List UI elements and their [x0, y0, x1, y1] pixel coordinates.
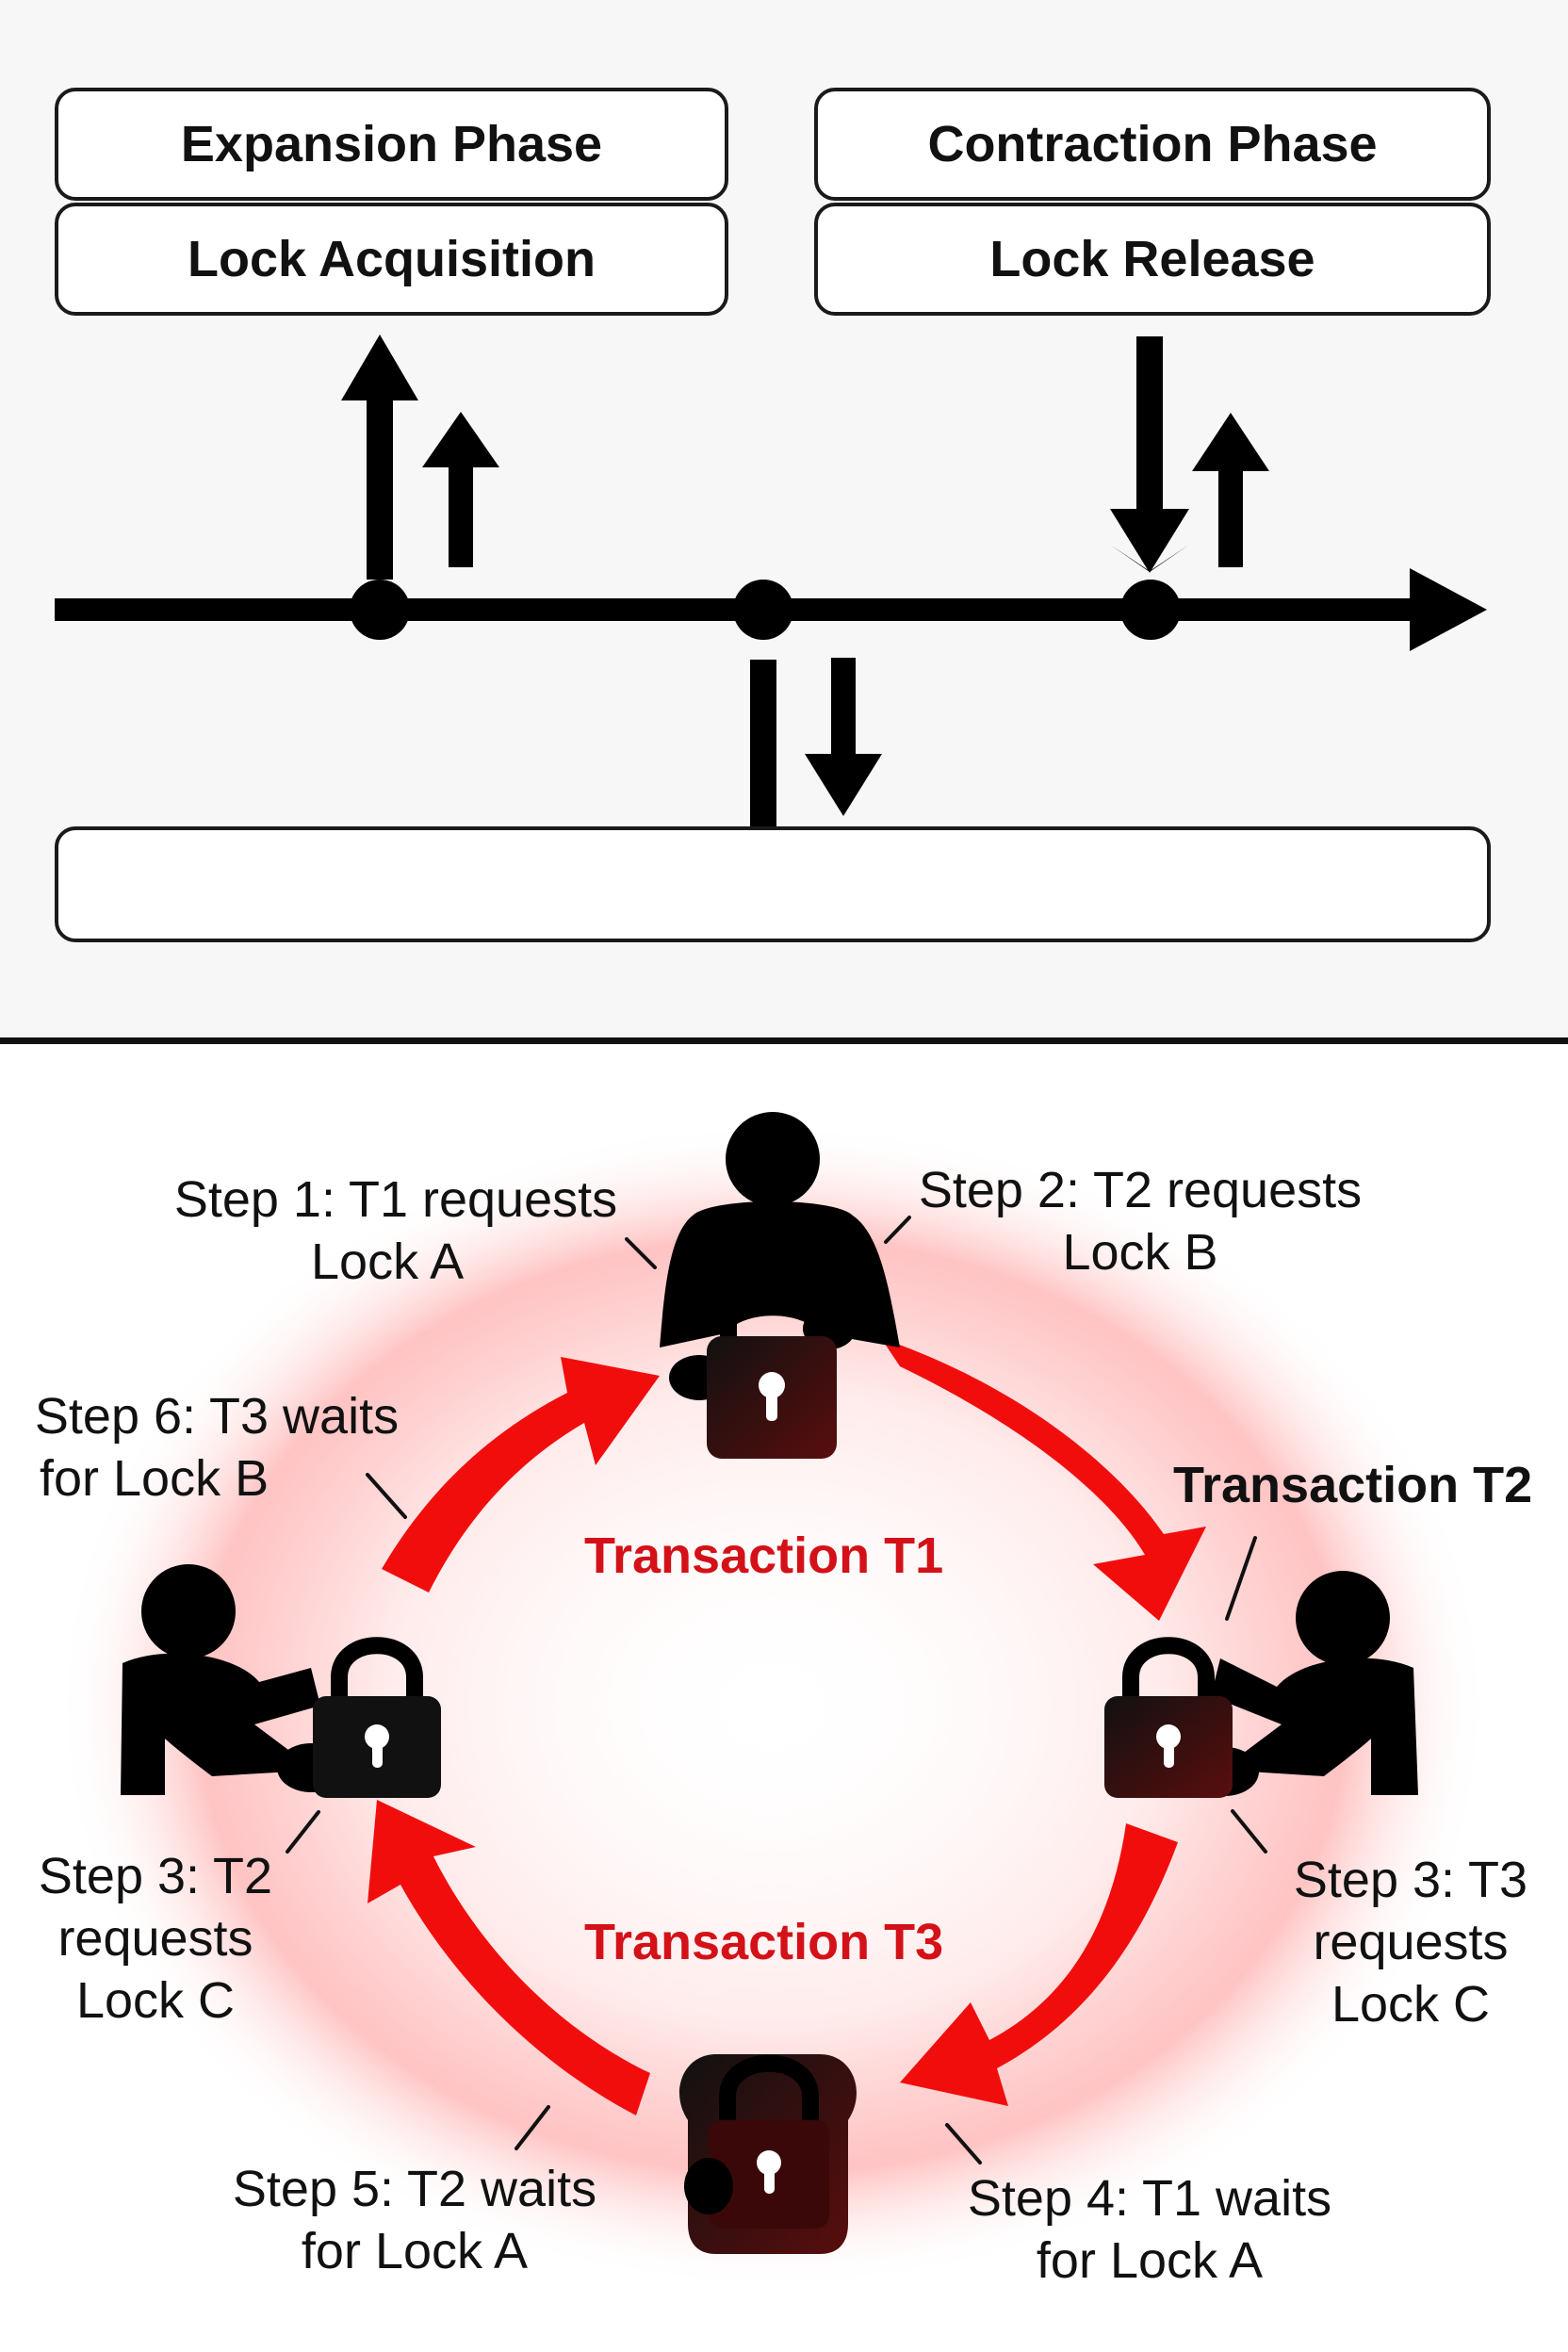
cycle-arrow-icon — [368, 1338, 1206, 2115]
step-2-line-2: Lock B — [1062, 1224, 1218, 1281]
panel-divider — [0, 1037, 1568, 1044]
lock-acquisition-box: Lock Acquisition — [55, 203, 728, 316]
step-3-right-line-3: Lock C — [1331, 1976, 1491, 2033]
step-2-line-1: Step 2: T2 requests — [918, 1162, 1363, 1218]
lock-acquisition-label: Lock Acquisition — [187, 231, 596, 287]
transaction-t3-label: Transaction T3 — [584, 1914, 944, 1970]
step-6-line-2: for Lock B — [40, 1450, 270, 1507]
step-1-label: Step 1: T1 requests Lock A — [160, 1168, 631, 1293]
transaction-t1-label: Transaction T1 — [584, 1527, 944, 1584]
expansion-phase-title: Expansion Phase — [180, 116, 603, 172]
cycle-glow — [57, 1121, 1489, 2290]
padlock-icon — [313, 1637, 441, 1798]
expansion-phase-title-box: Expansion Phase — [55, 88, 728, 201]
up-arrow-icon — [422, 412, 499, 567]
step-3-right-line-1: Step 3: T3 — [1293, 1852, 1528, 1908]
step-4-line-1: Step 4: T1 waits — [967, 2170, 1332, 2227]
timeline-dot — [350, 580, 410, 640]
leader-lines — [286, 1216, 1267, 2164]
transaction-t2-label: Transaction T2 — [1173, 1457, 1533, 1513]
timeline-dot — [1120, 580, 1181, 640]
step-3-right-label: Step 3: T3 requests Lock C — [1274, 1849, 1547, 2035]
step-3-left-line-2: requests — [57, 1910, 253, 1967]
step-4-line-2: for Lock A — [1036, 2232, 1264, 2289]
person-icon-t1 — [660, 1112, 900, 1400]
step-1-line-2: Lock A — [311, 1233, 465, 1290]
step-6-label: Step 6: T3 waits for Lock B — [19, 1385, 415, 1510]
padlock-icon — [707, 1278, 837, 1459]
padlock-icon — [1104, 1637, 1233, 1798]
step-3-left-line-1: Step 3: T2 — [38, 1848, 273, 1904]
step-2-label: Step 2: T2 requests Lock B — [905, 1159, 1376, 1283]
step-6-line-1: Step 6: T3 waits — [34, 1388, 400, 1445]
step-5-line-2: for Lock A — [301, 2223, 529, 2279]
contraction-phase-title: Contraction Phase — [927, 116, 1378, 172]
step-3-left-line-3: Lock C — [75, 1972, 236, 2029]
down-arrow-icon — [1110, 336, 1189, 573]
step-1-line-1: Step 1: T1 requests — [173, 1171, 618, 1228]
timeline-dot — [733, 580, 793, 640]
step-3-right-line-2: requests — [1313, 1914, 1509, 1970]
down-arrow-icon — [805, 658, 882, 816]
lock-release-label: Lock Release — [989, 231, 1315, 287]
up-arrow-icon — [1192, 413, 1269, 567]
step-4-label: Step 4: T1 waits for Lock A — [952, 2167, 1348, 2292]
step-3-left-label: Step 3: T2 requests Lock C — [19, 1845, 292, 2032]
step-5-label: Step 5: T2 waits for Lock A — [217, 2158, 612, 2282]
empty-bottom-box — [55, 826, 1491, 942]
contraction-phase-title-box: Contraction Phase — [814, 88, 1491, 201]
step-5-line-1: Step 5: T2 waits — [232, 2161, 597, 2217]
up-arrow-icon — [341, 335, 418, 580]
padlock-icon-t3 — [679, 2054, 857, 2254]
lock-release-box: Lock Release — [814, 203, 1491, 316]
